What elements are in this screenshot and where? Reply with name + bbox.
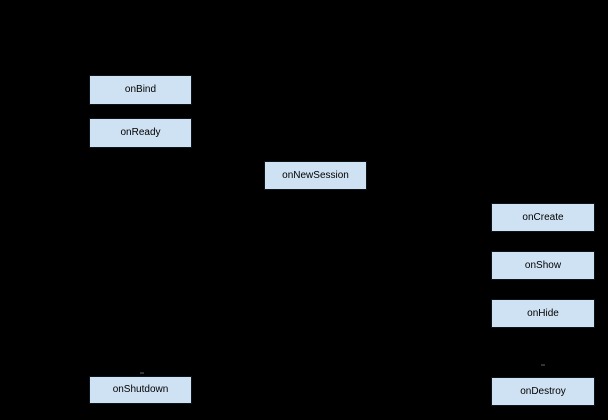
node-onnewsession: onNewSession	[264, 161, 367, 190]
node-onshow: onShow	[491, 251, 595, 280]
node-onready: onReady	[89, 118, 192, 148]
node-onhide: onHide	[491, 299, 595, 328]
node-onshutdown: onShutdown	[89, 376, 192, 404]
arrowhead-remnant	[140, 372, 144, 374]
node-oncreate: onCreate	[491, 203, 595, 232]
arrowhead-remnant	[541, 364, 545, 366]
node-onbind: onBind	[89, 75, 192, 105]
node-ondestroy: onDestroy	[491, 377, 595, 406]
